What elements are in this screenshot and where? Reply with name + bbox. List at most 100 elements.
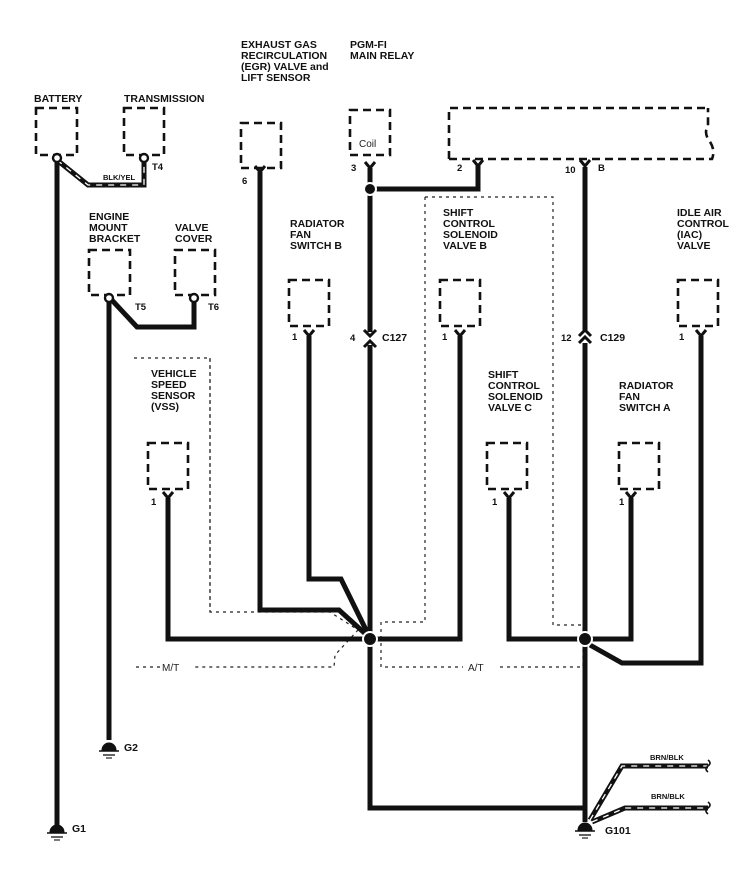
pin-forks xyxy=(161,159,708,501)
t4-label: T4 xyxy=(152,162,164,173)
wire-egr xyxy=(257,172,372,640)
svg-text:IDLE AIR: IDLE AIR xyxy=(677,207,722,219)
ecm-pin10-fork xyxy=(578,159,592,169)
svg-text:SHIFT: SHIFT xyxy=(443,207,474,219)
t5-label: T5 xyxy=(135,302,147,313)
pgm-fi-pin-fork xyxy=(363,161,377,171)
svg-text:CONTROL: CONTROL xyxy=(443,218,495,230)
wire-scs-c xyxy=(506,498,585,642)
c129-label: C129 xyxy=(600,332,625,344)
svg-text:RADIATOR: RADIATOR xyxy=(290,218,345,230)
svg-text:VALVE B: VALVE B xyxy=(443,240,487,252)
wire-ecm-pin2 xyxy=(370,165,481,192)
vss-box xyxy=(146,441,190,491)
wire-splice-g101 xyxy=(367,638,585,811)
pgm-fi-pin-label: 3 xyxy=(351,163,356,174)
brn-blk-lower-label: BRN/BLK xyxy=(651,792,685,801)
svg-text:(IAC): (IAC) xyxy=(677,229,702,241)
svg-text:SOLENOID: SOLENOID xyxy=(443,229,498,241)
connector-c129 xyxy=(577,327,593,345)
svg-text:CONTROL: CONTROL xyxy=(677,218,729,230)
svg-text:VEHICLE: VEHICLE xyxy=(151,368,197,380)
at-option-label: A/T xyxy=(468,663,484,674)
svg-text:ENGINE: ENGINE xyxy=(89,211,129,223)
svg-text:SHIFT: SHIFT xyxy=(488,369,519,381)
t6-terminal xyxy=(188,292,200,304)
c127-label: C127 xyxy=(382,332,407,344)
shift-control-solenoid-c-box xyxy=(485,441,529,491)
shift-control-solenoid-b-box xyxy=(438,278,482,328)
svg-text:SWITCH B: SWITCH B xyxy=(290,240,342,252)
svg-text:SWITCH A: SWITCH A xyxy=(619,402,671,414)
wire-scs-b xyxy=(370,336,463,642)
svg-text:MOUNT: MOUNT xyxy=(89,222,128,234)
svg-text:EXHAUST GAS: EXHAUST GAS xyxy=(241,39,317,51)
svg-text:FAN: FAN xyxy=(290,229,311,241)
mt-option-box-outer xyxy=(134,357,359,668)
rad-fan-b-pin-fork xyxy=(302,329,316,339)
svg-text:LIFT SENSOR: LIFT SENSOR xyxy=(241,72,311,84)
svg-text:VALVE: VALVE xyxy=(677,240,710,252)
wire-brn-blk-lower xyxy=(591,805,708,825)
ground-g2-icon xyxy=(99,742,119,759)
svg-text:VALVE C: VALVE C xyxy=(488,402,532,414)
wire-battery-t4-stripe xyxy=(56,159,145,186)
svg-text:FAN: FAN xyxy=(619,391,640,403)
svg-text:(VSS): (VSS) xyxy=(151,401,179,413)
ground-g101-icon xyxy=(575,822,595,839)
shift-control-solenoid-c-label: SHIFT CONTROL SOLENOID VALVE C xyxy=(488,369,543,414)
shift-control-solenoid-c-pin: 1 xyxy=(492,497,498,508)
c127-pin-label: 4 xyxy=(350,333,356,344)
wire-iac xyxy=(588,336,704,666)
valve-cover-label: VALVE COVER xyxy=(175,222,213,245)
ecm-box xyxy=(447,106,715,161)
g101-label: G101 xyxy=(605,825,631,837)
pgm-fi-relay-box xyxy=(348,108,392,157)
svg-text:RADIATOR: RADIATOR xyxy=(619,380,674,392)
wire-rad-fan-a xyxy=(585,498,634,642)
transmission-label: TRANSMISSION xyxy=(124,93,205,105)
scs-c-pin-fork xyxy=(502,491,516,501)
svg-text:SOLENOID: SOLENOID xyxy=(488,391,543,403)
battery-terminal xyxy=(51,152,63,164)
svg-text:RECIRCULATION: RECIRCULATION xyxy=(241,50,327,62)
iac-pin-fork xyxy=(694,329,708,339)
components xyxy=(34,106,720,491)
pgm-fi-label: PGM-FI MAIN RELAY xyxy=(350,39,414,62)
t6-label: T6 xyxy=(208,302,219,313)
connector-c127 xyxy=(362,328,378,349)
ecm-pin-b-label: B xyxy=(598,163,605,174)
ecm-pin2-fork xyxy=(471,159,485,169)
svg-text:PGM-FI: PGM-FI xyxy=(350,39,387,51)
mt-option-label: M/T xyxy=(162,663,179,674)
egr-box xyxy=(239,121,283,170)
battery-box xyxy=(34,106,79,157)
egr-pin-label: 6 xyxy=(242,176,247,187)
radiator-fan-switch-a-box xyxy=(617,441,661,491)
splice-at xyxy=(577,631,593,647)
radiator-fan-switch-b-pin: 1 xyxy=(292,332,298,343)
scs-b-pin-fork xyxy=(453,329,467,339)
radiator-fan-switch-b-label: RADIATOR FAN SWITCH B xyxy=(290,218,345,252)
coil-label: Coil xyxy=(359,139,376,150)
brn-blk-upper-label: BRN/BLK xyxy=(650,753,684,762)
egr-pin-fork xyxy=(253,165,267,175)
engine-mount-label: ENGINE MOUNT BRACKET xyxy=(89,211,141,245)
vss-label: VEHICLE SPEED SENSOR (VSS) xyxy=(151,368,197,413)
ground-g1-icon xyxy=(47,824,67,841)
svg-text:(EGR) VALVE and: (EGR) VALVE and xyxy=(241,61,329,73)
wire-brn-blk-upper xyxy=(587,763,708,822)
wire-t5-t6 xyxy=(107,295,197,330)
ecm-pin2-label: 2 xyxy=(457,163,462,174)
svg-text:SENSOR: SENSOR xyxy=(151,390,196,402)
iac-valve-label: IDLE AIR CONTROL (IAC) VALVE xyxy=(677,207,729,252)
valve-cover-box xyxy=(173,248,217,297)
wire-brn-blk-upper-stripe xyxy=(589,765,708,821)
shift-control-solenoid-b-pin: 1 xyxy=(442,332,448,343)
svg-text:CONTROL: CONTROL xyxy=(488,380,540,392)
svg-text:MAIN RELAY: MAIN RELAY xyxy=(350,50,414,62)
svg-text:VALVE: VALVE xyxy=(175,222,208,234)
svg-text:BRACKET: BRACKET xyxy=(89,233,141,245)
battery-label: BATTERY xyxy=(34,93,82,105)
